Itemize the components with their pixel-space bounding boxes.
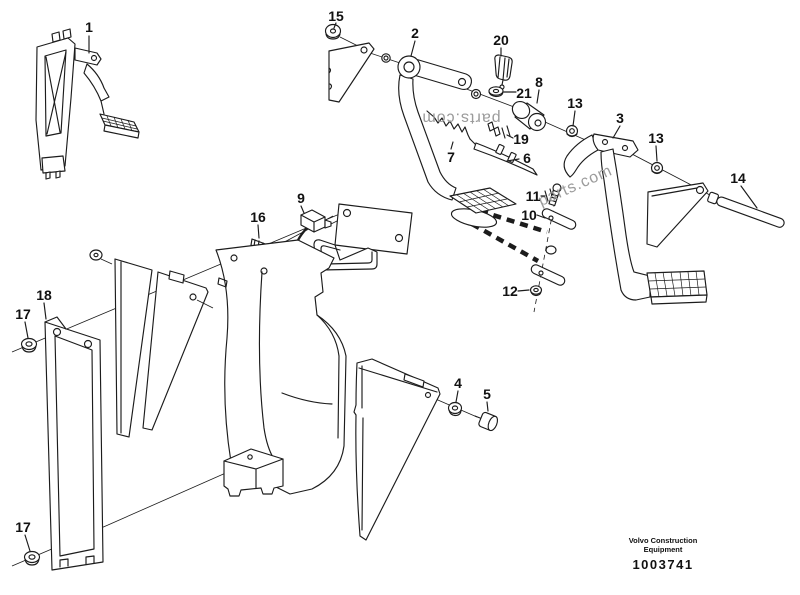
pivot-bushing	[381, 53, 391, 63]
callout-21: 21	[516, 85, 532, 101]
callout-7: 7	[447, 149, 455, 165]
bracket-strip-6	[473, 142, 538, 176]
callout-leader-7	[450, 141, 454, 150]
part-1-accelerator-pedal	[35, 28, 140, 180]
callout-leader-15	[333, 22, 337, 29]
figure-number: 1003741	[632, 557, 694, 572]
callout-leader-13	[572, 110, 576, 127]
nut-17-bottom	[23, 550, 41, 566]
callout-9: 9	[297, 190, 305, 206]
small-nut	[470, 88, 482, 100]
callout-15: 15	[328, 8, 344, 24]
callout-3: 3	[616, 110, 624, 126]
callout-leader-18	[43, 302, 47, 320]
callout-11: 11	[526, 188, 541, 204]
callout-2: 2	[411, 25, 419, 41]
callout-1: 1	[85, 19, 93, 35]
callout-leader-16	[257, 224, 260, 239]
dashed-alignment-lines	[470, 208, 548, 263]
callout-leader-10	[536, 214, 546, 219]
callout-leader-17	[24, 534, 31, 552]
bushing-13-left	[565, 124, 579, 138]
callout-leader-5	[486, 401, 489, 412]
callout-leader-4	[455, 390, 459, 403]
brand-line2: Equipment	[643, 545, 683, 554]
bushing-13-right	[650, 161, 664, 175]
grommet-15	[324, 23, 342, 40]
callout-4: 4	[454, 375, 462, 391]
callout-leader-12	[517, 289, 530, 292]
left-panel-b	[142, 270, 214, 431]
foot-bracket	[223, 448, 284, 497]
callout-leader-17	[24, 321, 29, 339]
brand-block: Volvo Construction Equipment 1003741	[598, 536, 728, 572]
callout-20: 20	[493, 32, 509, 48]
callout-13: 13	[648, 130, 664, 146]
callout-6: 6	[523, 150, 531, 166]
pedal-1-tread	[101, 115, 138, 132]
callout-leader-13	[655, 145, 658, 162]
knob-5	[474, 411, 499, 432]
pivot-bracket-right	[646, 182, 709, 248]
nut-12	[529, 285, 543, 297]
bolt-11	[544, 183, 562, 207]
callout-layer: 1 15 2 20 8 13 3 13 14 21 7 19 6 11 10 12 9 16 18 17 17 4 5	[15, 8, 758, 552]
callout-18: 18	[36, 287, 52, 303]
pedal-3	[563, 133, 708, 305]
mounting-grommet	[89, 249, 103, 261]
callout-leader-2	[410, 40, 416, 57]
pedal-2	[397, 55, 473, 201]
callout-leader-9	[300, 205, 305, 214]
washer-21	[488, 86, 504, 98]
callout-leader-8	[536, 89, 540, 104]
pedal-2-pad	[449, 187, 517, 214]
callout-leader-6	[506, 158, 520, 162]
knob-20	[494, 54, 513, 90]
callout-13: 13	[567, 95, 583, 111]
frame-18	[44, 316, 104, 571]
left-panel-a	[114, 258, 153, 438]
callout-leader-3	[612, 125, 621, 139]
callout-8: 8	[535, 74, 543, 90]
pedal-2-tread	[456, 188, 510, 213]
clamp-plates-10	[530, 208, 577, 286]
housing-cover	[215, 239, 347, 495]
callout-leader-14	[740, 185, 758, 209]
pin-14	[707, 191, 785, 228]
callout-12: 12	[502, 283, 518, 299]
nut-17-top	[20, 337, 38, 353]
right-panel	[353, 358, 441, 541]
callout-10: 10	[521, 207, 537, 223]
pivot-bracket-left	[328, 42, 375, 103]
callout-leader-19	[506, 134, 514, 139]
callout-14: 14	[730, 170, 746, 186]
callout-16: 16	[250, 209, 266, 225]
callout-17: 17	[15, 519, 31, 535]
callout-17: 17	[15, 306, 31, 322]
callout-19: 19	[513, 131, 529, 147]
pedal-3-tread	[647, 270, 707, 298]
roller-8	[511, 100, 547, 132]
clips-19	[487, 121, 511, 139]
nut-4	[447, 401, 463, 417]
callout-5: 5	[483, 386, 491, 402]
watermark-1: parts.com	[421, 109, 500, 126]
brand-line1: Volvo Construction	[628, 536, 698, 545]
